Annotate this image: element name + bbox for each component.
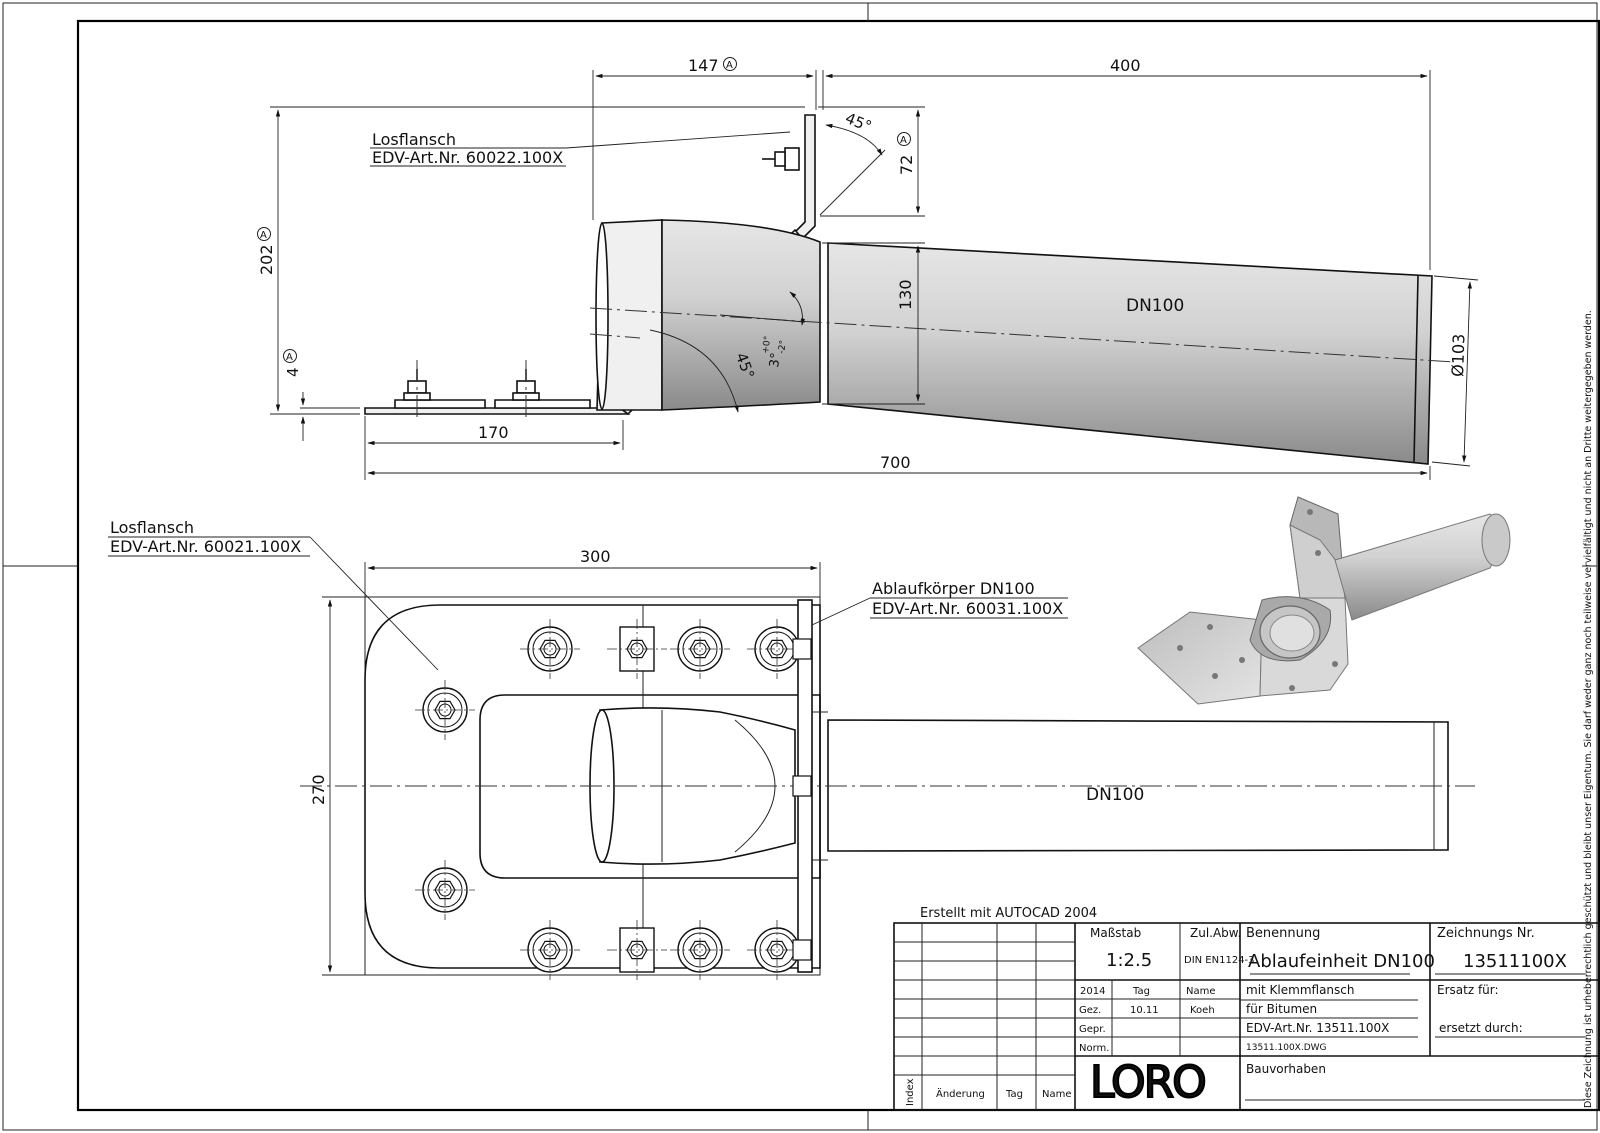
dim-400: 400 <box>822 56 1431 270</box>
plan-body-leader: Ablaufkörper DN100 EDV-Art.Nr. 60031.100… <box>811 579 1068 626</box>
benennung-value: Ablaufeinheit DN100 <box>1248 951 1435 972</box>
side-flange-label-1: Losflansch <box>372 130 456 149</box>
dim-170: 170 <box>364 416 624 480</box>
loro-logo: LORO <box>1089 1056 1208 1109</box>
marker-a-72: A <box>900 135 907 146</box>
side-flange-leader: Losflansch EDV-Art.Nr. 60022.100X <box>370 130 791 167</box>
plan-bolt <box>520 619 580 679</box>
side-bolt-2 <box>512 360 540 420</box>
isometric-view <box>1137 496 1511 705</box>
dim-202-text: 202 <box>257 244 276 275</box>
ersatz-fuer: Ersatz für: <box>1437 983 1499 997</box>
aenderung-label: Änderung <box>936 1087 985 1100</box>
gez-name: Koeh <box>1190 1005 1215 1016</box>
dim-103: Ø103 <box>1431 275 1479 467</box>
desc-2: für Bitumen <box>1246 1002 1317 1016</box>
zulabw-label: Zul.Abw. <box>1190 926 1241 940</box>
gez-label: Gez. <box>1079 1005 1101 1016</box>
gez-tag: 10.11 <box>1130 1005 1159 1016</box>
massstab-label: Maßstab <box>1090 926 1141 940</box>
side-flange-label-2: EDV-Art.Nr. 60022.100X <box>372 148 563 167</box>
desc-1: mit Klemmflansch <box>1246 983 1354 997</box>
dim-4-text: 4 <box>284 367 302 377</box>
year: 2014 <box>1080 986 1105 997</box>
dim-270-text: 270 <box>309 774 328 805</box>
dim-170-text: 170 <box>478 423 509 442</box>
side-pipe-label: DN100 <box>1126 296 1184 316</box>
marker-a-4: A <box>286 352 293 363</box>
plan-bolt <box>520 920 580 980</box>
name2-label: Name <box>1042 1089 1072 1100</box>
plan-body-label-2: EDV-Art.Nr. 60031.100X <box>872 599 1063 618</box>
plan-bolt <box>747 619 807 679</box>
plan-bolt <box>607 920 667 980</box>
marker-a-202: A <box>260 230 267 241</box>
name-label: Name <box>1186 986 1216 997</box>
index-label: Index <box>905 1078 916 1106</box>
dim-700-text: 700 <box>880 453 911 472</box>
zeichnungsnr-value: 13511100X <box>1463 951 1567 972</box>
zulabw-value: DIN EN1124-3 <box>1184 955 1255 966</box>
tag-label: Tag <box>1132 986 1150 997</box>
massstab-value: 1:2.5 <box>1106 950 1152 971</box>
copyright-note: Diese Zeichnung ist urheberrechtlich ges… <box>1583 310 1594 1108</box>
plan-body-label-1: Ablaufkörper DN100 <box>872 579 1035 598</box>
plan-bolt <box>670 920 730 980</box>
dim-slope-minus: -2° <box>777 340 789 355</box>
dim-72: 72 A <box>818 106 925 217</box>
plan-bolt <box>415 860 475 920</box>
loro-logo-text: LORO <box>1090 1057 1205 1108</box>
dim-300: 300 <box>364 547 821 597</box>
dim-147: 147 A <box>592 56 817 220</box>
bauvorhaben: Bauvorhaben <box>1246 1062 1326 1076</box>
dim-45-top-text: 45° <box>843 109 874 136</box>
dim-45-top: 45° <box>819 109 886 216</box>
plan-bolts <box>415 619 812 980</box>
gepr-label: Gepr. <box>1079 1024 1106 1035</box>
plan-view: DN100 300 270 Losflansch EDV-Art.Nr. 600… <box>108 518 1475 980</box>
dim-270: 270 <box>309 596 365 976</box>
dim-130-text: 130 <box>896 279 915 310</box>
dim-4: 4 A <box>283 349 360 441</box>
side-view: 147 A 400 45° 72 A 130 <box>257 56 1479 480</box>
benennung-label: Benennung <box>1246 926 1320 941</box>
dim-72-text: 72 <box>897 155 916 175</box>
plan-bolt <box>415 680 475 740</box>
dim-103-text: Ø103 <box>1448 333 1468 377</box>
zeichnungsnr-label: Zeichnungs Nr. <box>1437 926 1535 941</box>
desc-3: EDV-Art.Nr. 13511.100X <box>1246 1021 1389 1035</box>
strip-bolt-head <box>792 939 812 961</box>
ersetzt-durch: ersetzt durch: <box>1439 1021 1523 1035</box>
plan-pipe-label: DN100 <box>1086 785 1144 805</box>
dim-slope: 3° +0° -2° <box>719 291 806 369</box>
strip-bolt-head <box>792 775 812 797</box>
tag2-label: Tag <box>1005 1089 1023 1100</box>
desc-4: 13511.100X.DWG <box>1246 1043 1327 1053</box>
dim-400-text: 400 <box>1110 56 1141 75</box>
plan-flange-leader: Losflansch EDV-Art.Nr. 60021.100X <box>108 518 439 671</box>
dim-130: 130 <box>822 242 925 405</box>
strip-bolt-head <box>792 638 812 660</box>
norm-label: Norm. <box>1079 1043 1109 1054</box>
marker-a-147: A <box>726 60 733 71</box>
dim-slope-plus: +0° <box>761 335 773 354</box>
plan-bolt <box>607 619 667 679</box>
plan-flange-label-2: EDV-Art.Nr. 60021.100X <box>110 537 301 556</box>
dim-147-text: 147 <box>688 56 719 75</box>
dim-300-text: 300 <box>580 547 611 566</box>
created-with: Erstellt mit AUTOCAD 2004 <box>920 906 1097 921</box>
side-bolt-1 <box>403 360 431 420</box>
title-block: Erstellt mit AUTOCAD 2004 Maßstab 1: <box>893 906 1600 1111</box>
dim-202: 202 A <box>257 106 805 415</box>
dim-700: 700 <box>367 453 1431 480</box>
plan-bolt <box>670 619 730 679</box>
plan-flange-label-1: Losflansch <box>110 518 194 537</box>
dim-slope-text: 3° <box>767 352 784 369</box>
